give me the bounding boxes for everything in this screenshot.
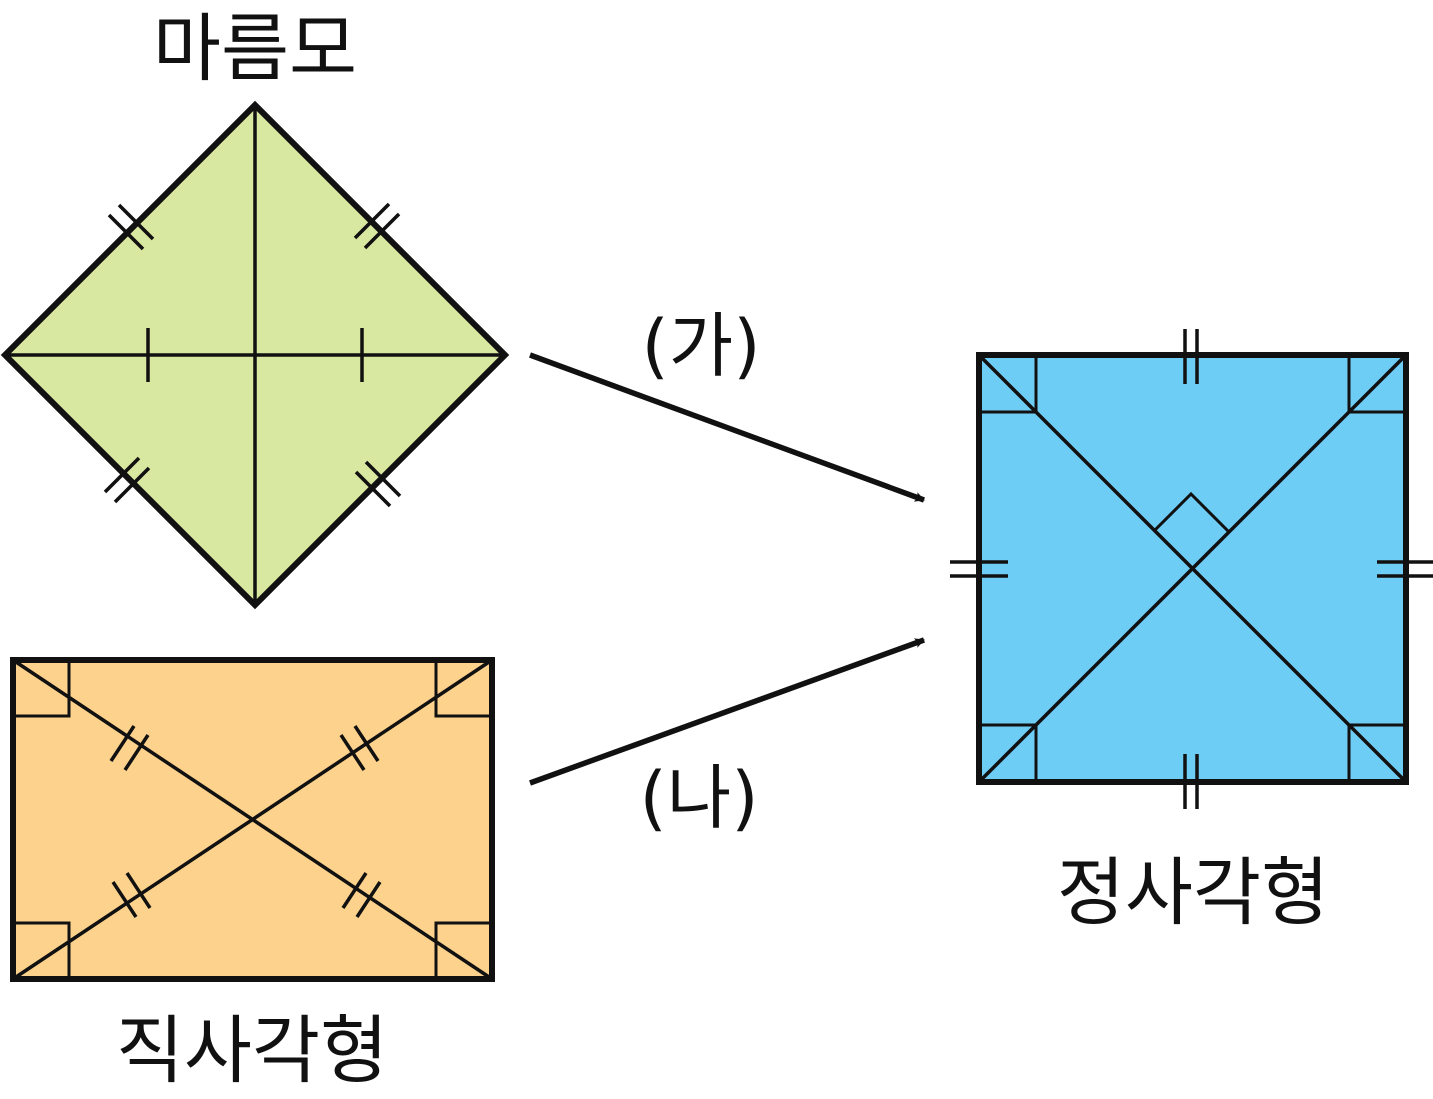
arrow-top-label: (가) [641,305,760,387]
rectangle-right-angle-top-right [434,660,492,718]
rectangle-diagonal-tick-upper-left [109,725,150,771]
rectangle-diagonal-tick-upper-right [339,725,380,771]
arrow-rhombus-to-square [529,352,925,503]
square-right-angle-top-right [1347,355,1406,414]
rhombus-side-tick-upper-right [353,202,401,250]
square-side-tick-bottom [1183,754,1199,809]
square-diagonal-2 [977,353,1408,784]
square-figure [950,329,1433,809]
rectangle-figure [10,657,495,982]
rhombus-side-tick-lower-left [103,456,151,504]
rhombus-side-tick-upper-left [107,203,155,251]
rectangle-diagonal-tick-lower-right [341,872,382,918]
rhombus-side-tick-lower-right [354,460,402,508]
square-diagonal-right-angle-mark [1152,491,1230,533]
rectangle-label: 직사각형 [116,1008,388,1094]
arrow-rectangle-to-square [529,637,925,786]
arrow-bottom-label: (나) [639,757,758,839]
square-right-angle-bottom-right [1347,723,1406,782]
square-right-angle-top-left [979,355,1038,414]
square-label: 정사각형 [1057,850,1329,936]
rhombus-figure [0,100,510,610]
rectangle-right-angle-bottom-right [434,921,492,979]
square-right-angle-bottom-left [979,723,1038,782]
rectangle-diagonal-tick-lower-left [111,872,152,918]
square-side-tick-right [1377,560,1433,578]
rectangle-right-angle-top-left [13,660,71,718]
rectangle-right-angle-bottom-left [13,921,71,979]
rhombus-label: 마름모 [153,6,357,92]
rectangle-diagonal-2 [12,658,493,981]
square-side-tick-left [950,560,1008,578]
square-side-tick-top [1183,329,1199,384]
